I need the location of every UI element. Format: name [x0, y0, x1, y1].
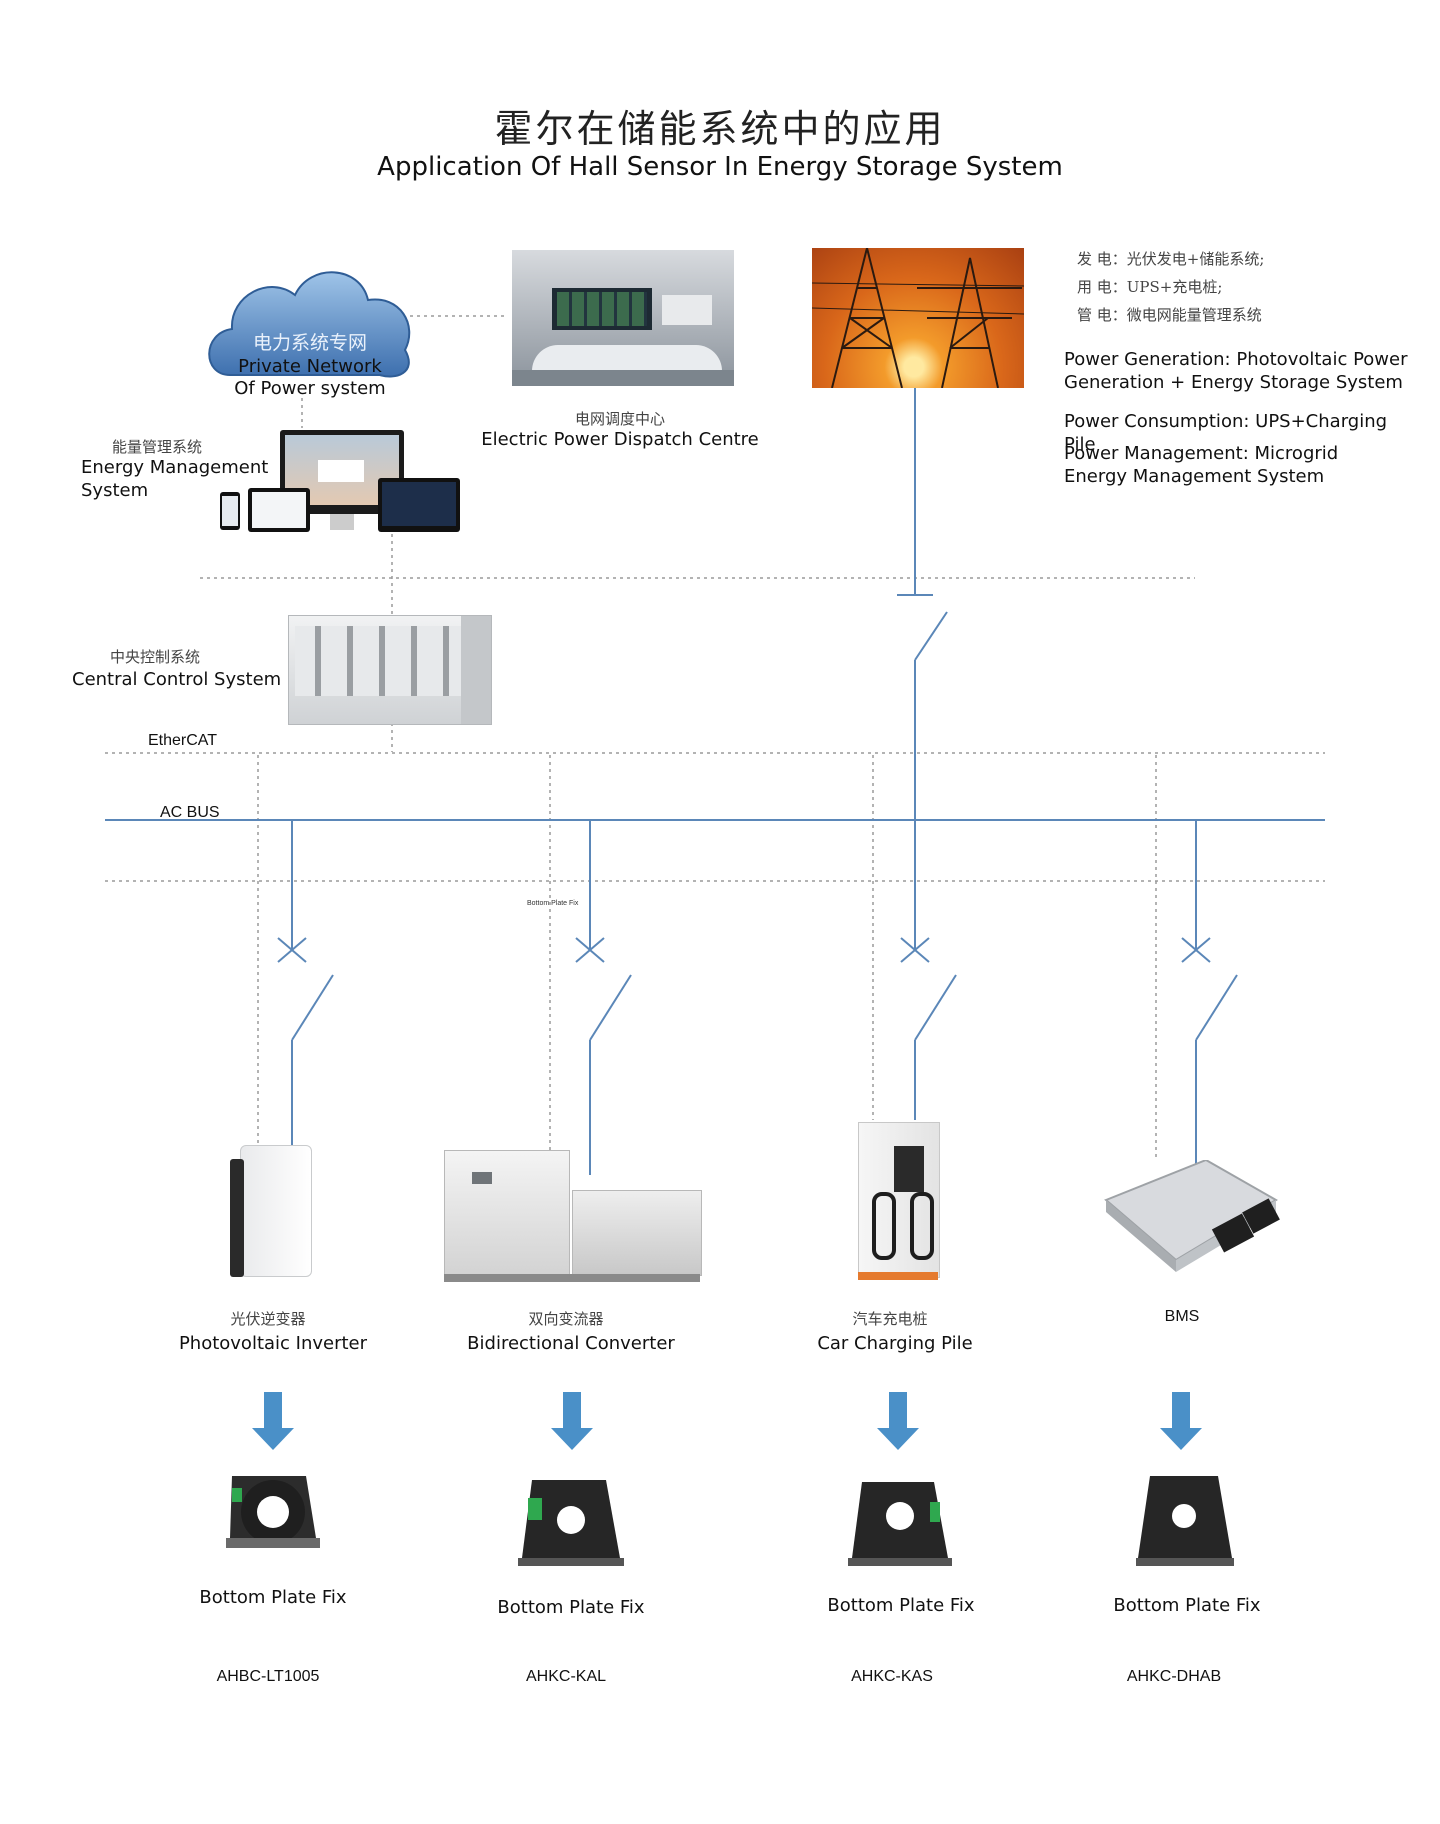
hall-sensor-4-image: [1136, 1476, 1234, 1566]
page-title-en: Application Of Hall Sensor In Energy Sto…: [377, 152, 1063, 182]
down-arrow-icon: [1160, 1392, 1202, 1450]
dispatch-label-en: Electric Power Dispatch Centre: [481, 429, 759, 450]
note-en-2: Power Consumption: UPS+Charging Pile: [1064, 411, 1388, 455]
ethercat-label: EtherCAT: [148, 732, 218, 749]
down-arrow-icon: [551, 1392, 593, 1450]
down-arrow-icon: [252, 1392, 294, 1450]
bidirectional-converter-image: [444, 1150, 702, 1282]
grid-switch-blade: [914, 611, 948, 661]
device-3-label-en: Car Charging Pile: [817, 1333, 973, 1354]
ems-label-en-2: System: [81, 480, 149, 501]
small-fix-note: Bottom Plate Fix: [527, 900, 579, 907]
down-arrow-icon: [877, 1392, 919, 1450]
note-cn-2: 用 电：UPS+充电桩;: [1077, 278, 1223, 296]
ems-label-cn: 能量管理系统: [112, 438, 203, 456]
central-control-cabinet-image: [288, 615, 492, 725]
cloud-label-cn: 电力系统专网: [252, 332, 367, 354]
device-4-model: AHKC-DHAB: [1126, 1668, 1222, 1685]
note-cn-3: 管 电：微电网能量管理系统: [1077, 306, 1262, 324]
note-en-3: Power Management: Microgrid Energy Manag…: [1064, 443, 1339, 487]
device-3-label-cn: 汽车充电桩: [852, 1310, 928, 1328]
dispatch-label-cn: 电网调度中心: [574, 410, 665, 428]
note-en-1: Power Generation: Photovoltaic Power Gen…: [1064, 349, 1408, 393]
ems-devices-image: [218, 430, 468, 536]
device-4-label: BMS: [1164, 1308, 1200, 1325]
device-1-fix-label: Bottom Plate Fix: [199, 1587, 347, 1608]
dispatch-centre-photo: [512, 250, 734, 386]
ac-bus-label: AC BUS: [160, 804, 220, 821]
hall-sensor-2-image: [518, 1480, 624, 1566]
device-4-fix-label: Bottom Plate Fix: [1113, 1595, 1261, 1616]
cloud-label-en-2: Of Power system: [234, 378, 386, 399]
device-1-model: AHBC-LT1005: [216, 1668, 320, 1685]
ems-label-en-1: Energy Management: [81, 457, 269, 478]
device-2-label-cn: 双向变流器: [528, 1310, 604, 1328]
central-label-en: Central Control System: [72, 669, 282, 690]
cloud-label-en-1: Private Network: [238, 356, 382, 377]
device-1-label-cn: 光伏逆变器: [230, 1310, 306, 1328]
charging-pile-image: [850, 1122, 948, 1284]
device-1-label-en: Photovoltaic Inverter: [178, 1333, 368, 1354]
power-tower-photo: [812, 248, 1024, 388]
branch-switch-3: [900, 820, 957, 1120]
cloud-icon: [208, 271, 411, 378]
branch-switch-2: [575, 820, 632, 1175]
device-3-model: AHKC-KAS: [851, 1668, 933, 1685]
note-cn-1: 发 电：光伏发电+储能系统;: [1077, 250, 1265, 268]
device-2-fix-label: Bottom Plate Fix: [497, 1597, 645, 1618]
bms-module-image: [1096, 1158, 1284, 1276]
device-2-label-en: Bidirectional Converter: [467, 1333, 675, 1354]
branch-switch-4: [1181, 820, 1238, 1165]
central-label-cn: 中央控制系统: [110, 648, 201, 666]
page-title-cn: 霍尔在储能系统中的应用: [494, 107, 946, 151]
device-3-fix-label: Bottom Plate Fix: [827, 1595, 975, 1616]
device-2-model: AHKC-KAL: [525, 1668, 607, 1685]
branch-switch-1: [277, 820, 334, 1148]
photovoltaic-inverter-image: [226, 1145, 318, 1283]
hall-sensor-3-image: [848, 1482, 952, 1566]
hall-sensor-1-image: [226, 1476, 320, 1548]
